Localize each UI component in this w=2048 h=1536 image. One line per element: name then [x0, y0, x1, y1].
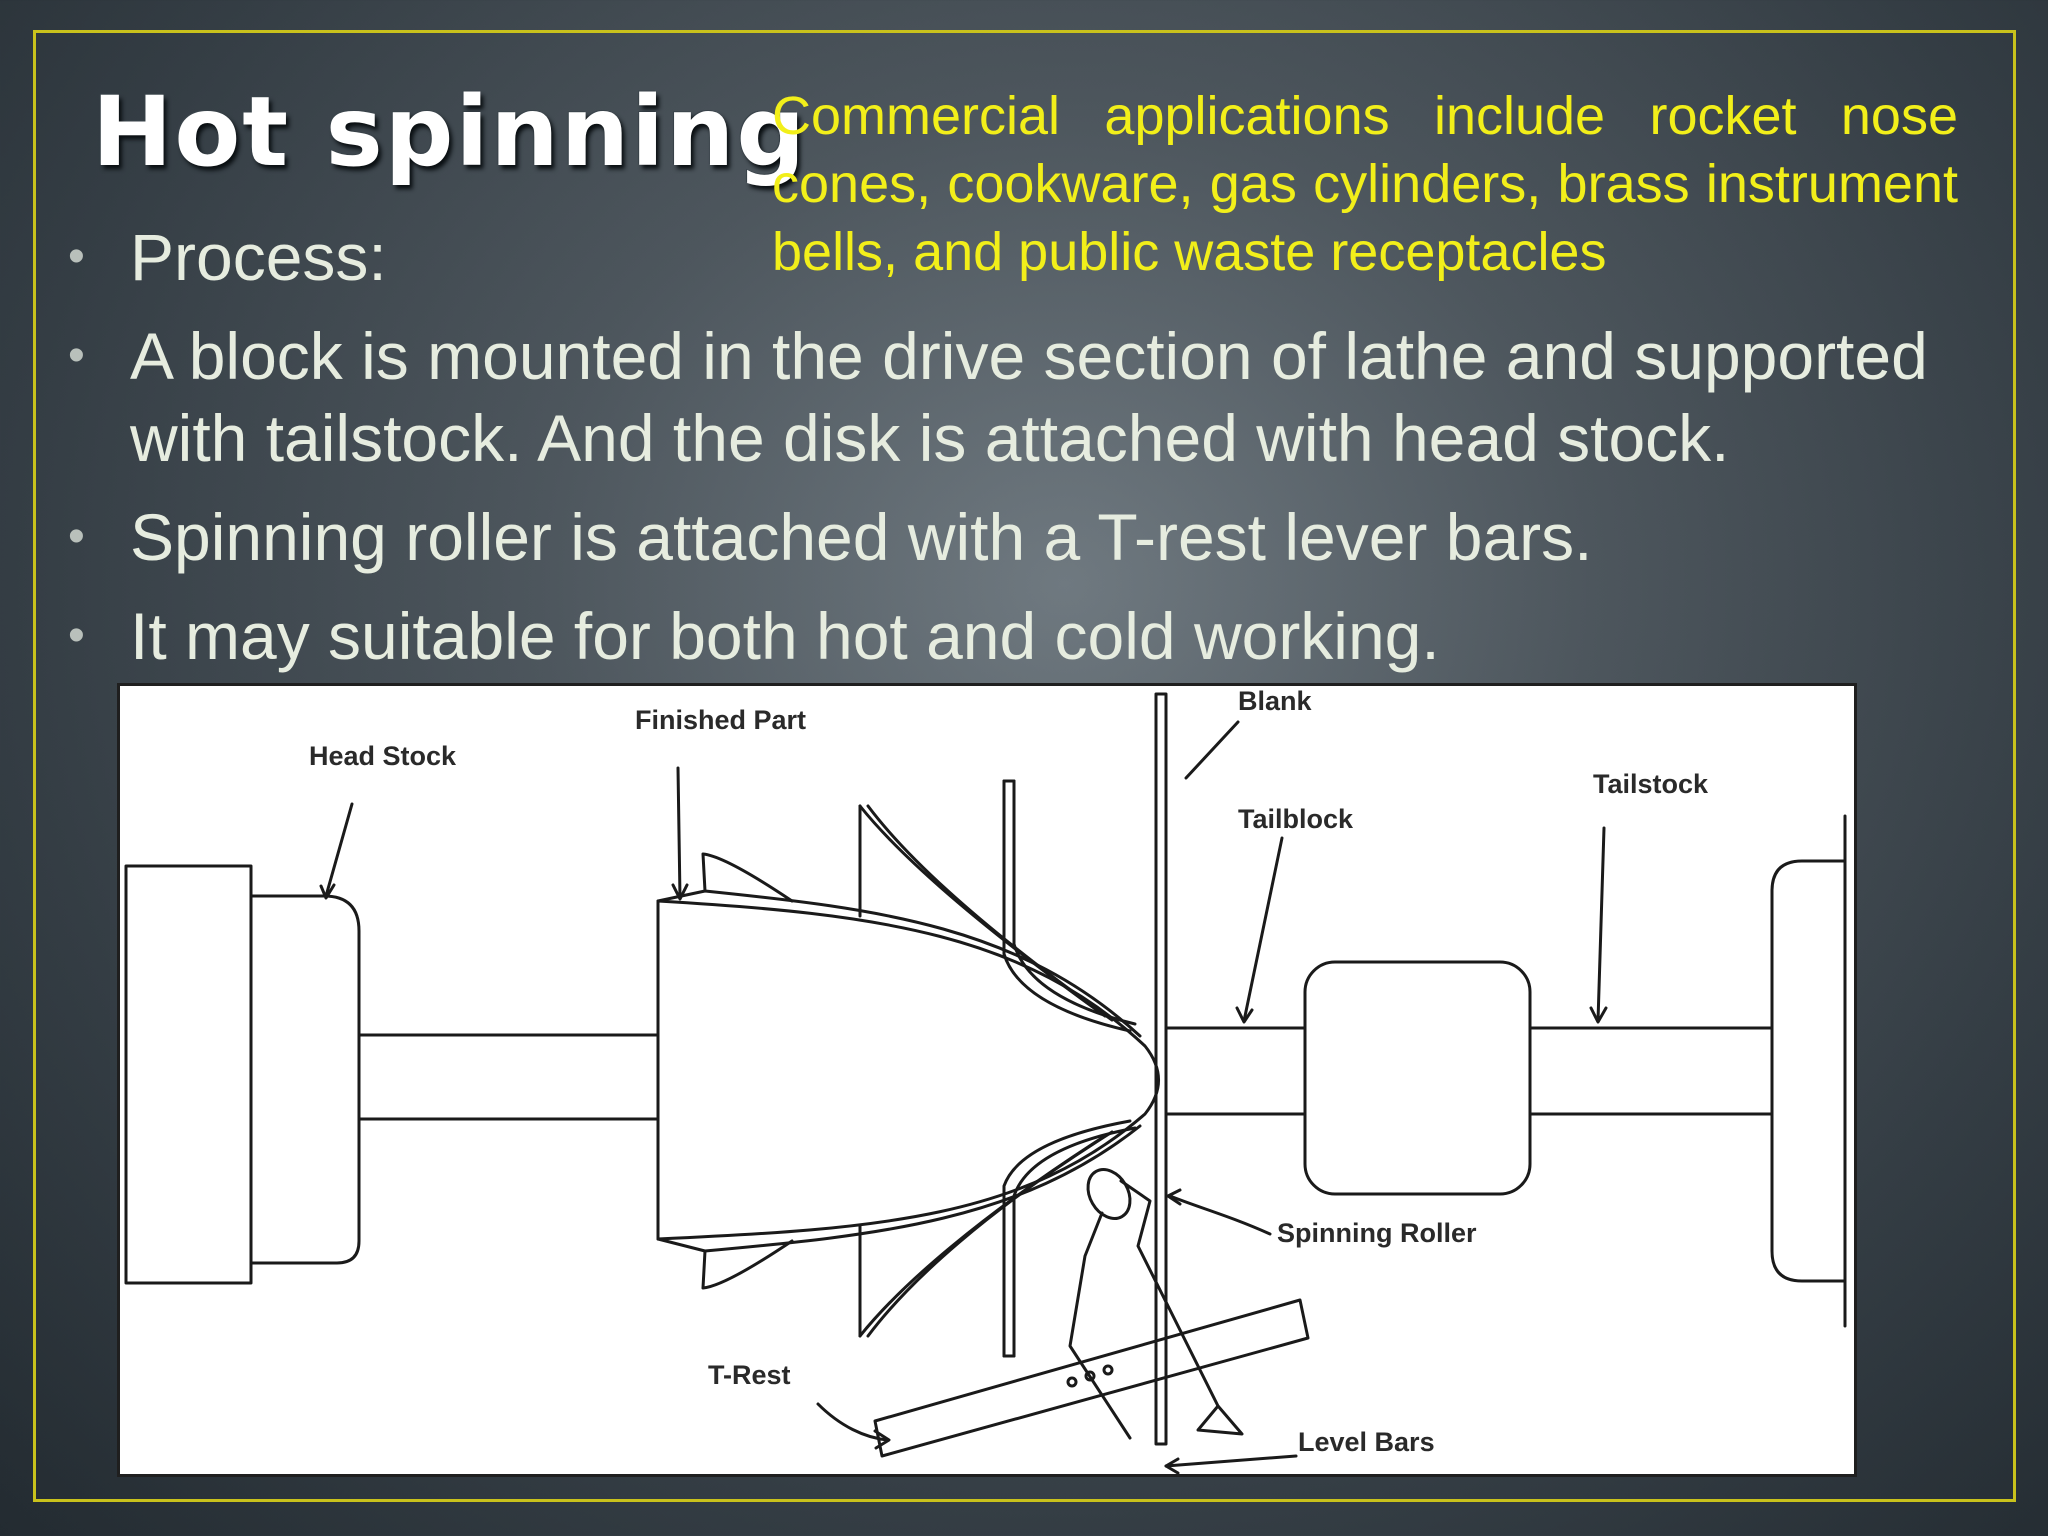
bullet-text: A block is mounted in the drive section …	[130, 319, 1928, 475]
drive-shaft-shape	[357, 1033, 660, 1121]
slide-border	[33, 30, 2016, 1502]
spinning-roller-shape	[1068, 1168, 1244, 1440]
label-t-rest: T-Rest	[708, 1360, 791, 1390]
tailstock-shape	[1770, 859, 1847, 1283]
slide-title: Hot spinning	[92, 76, 808, 188]
tailblock-shape	[1303, 960, 1532, 1196]
leader-lines	[319, 720, 1608, 1474]
finished-part-shape	[656, 779, 1142, 1358]
label-head-stock: Head Stock	[309, 741, 457, 771]
tail-shaft-shape	[1164, 1026, 1774, 1116]
bullet-dot: •	[68, 510, 85, 563]
applications-note: Commercial applications include rocket n…	[772, 86, 1958, 282]
mandrel-shape	[656, 899, 1160, 1241]
diagram-drawing	[124, 692, 1847, 1474]
label-finished-part: Finished Part	[635, 705, 807, 735]
label-level-bars: Level Bars	[1298, 1427, 1435, 1457]
blank-disk-shape	[1154, 692, 1168, 1446]
bullet-item: • Spinning roller is attached with a T-re…	[68, 496, 2048, 578]
bullet-list: • Process: • A block is mounted in the dri…	[68, 216, 2048, 694]
bullet-text: It may suitable for both hot and cold wo…	[130, 599, 1440, 673]
bullet-item: • It may suitable for both hot and cold w…	[68, 595, 2048, 677]
label-tailstock: Tailstock	[1593, 769, 1709, 799]
bullet-item: • A block is mounted in the drive section…	[68, 315, 2048, 479]
bullet-dot: •	[68, 329, 85, 382]
spinning-lathe-diagram: Head Stock Finished Part Blank Tailblock…	[117, 683, 1857, 1477]
bullet-dot: •	[68, 609, 85, 662]
label-spinning-roller: Spinning Roller	[1277, 1218, 1477, 1248]
bullet-dot: •	[68, 230, 85, 283]
bullet-text: Process:	[130, 220, 387, 294]
label-tailblock: Tailblock	[1238, 804, 1354, 834]
bullet-item: • Process:	[68, 216, 2048, 298]
label-blank: Blank	[1238, 686, 1312, 716]
bullet-text: Spinning roller is attached with a T-res…	[130, 500, 1593, 574]
head-stock-shape	[124, 864, 361, 1285]
